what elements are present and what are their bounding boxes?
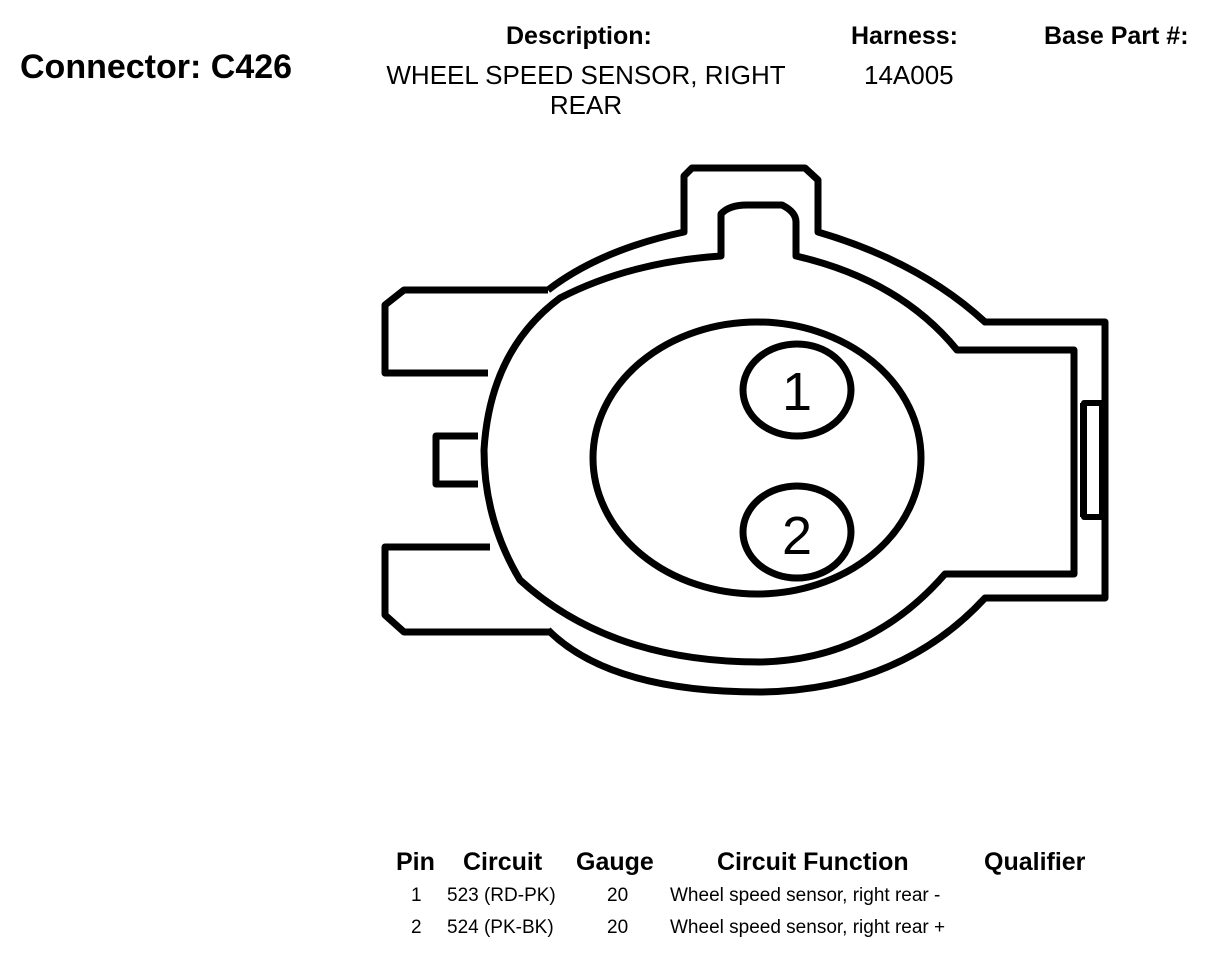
row-2-pin: 2 — [411, 917, 422, 938]
table-header-pin: Pin — [396, 848, 435, 876]
row-1-pin: 1 — [411, 885, 422, 906]
left-upper-latch — [381, 286, 548, 377]
connector-title: Connector: C426 — [20, 48, 293, 86]
table-header-circuit: Circuit — [463, 848, 543, 876]
connector-inner-shell — [480, 201, 1078, 666]
left-lower-latch — [381, 543, 550, 636]
pin-2-circle — [739, 482, 855, 582]
description-value: WHEEL SPEED SENSOR, RIGHT REAR — [386, 60, 786, 120]
row-1-gauge: 20 — [607, 885, 629, 906]
table-header-function: Circuit Function — [717, 848, 909, 876]
pin-1-circle — [739, 340, 855, 440]
left-middle-key — [432, 432, 478, 488]
right-lock-window-edge — [1080, 403, 1086, 517]
row-2-circuit: 524 (PK-BK) — [447, 917, 554, 938]
row-2-gauge: 20 — [607, 917, 629, 938]
table-header-qualifier: Qualifier — [984, 848, 1086, 876]
harness-label: Harness: — [851, 22, 958, 50]
base-part-label: Base Part #: — [1044, 22, 1189, 50]
row-2-function: Wheel speed sensor, right rear + — [670, 917, 946, 938]
connector-outer-shell — [545, 164, 1109, 696]
description-label: Description: — [506, 22, 652, 50]
table-header-gauge: Gauge — [576, 848, 654, 876]
row-1-circuit: 523 (RD-PK) — [447, 885, 556, 906]
pin-2-label: 2 — [782, 506, 812, 566]
pin-cavity — [589, 318, 925, 598]
right-lock-window — [1081, 400, 1105, 520]
row-1-function: Wheel speed sensor, right rear - — [670, 885, 941, 906]
pin-1-label: 1 — [782, 362, 812, 422]
harness-value: 14A005 — [864, 60, 954, 90]
